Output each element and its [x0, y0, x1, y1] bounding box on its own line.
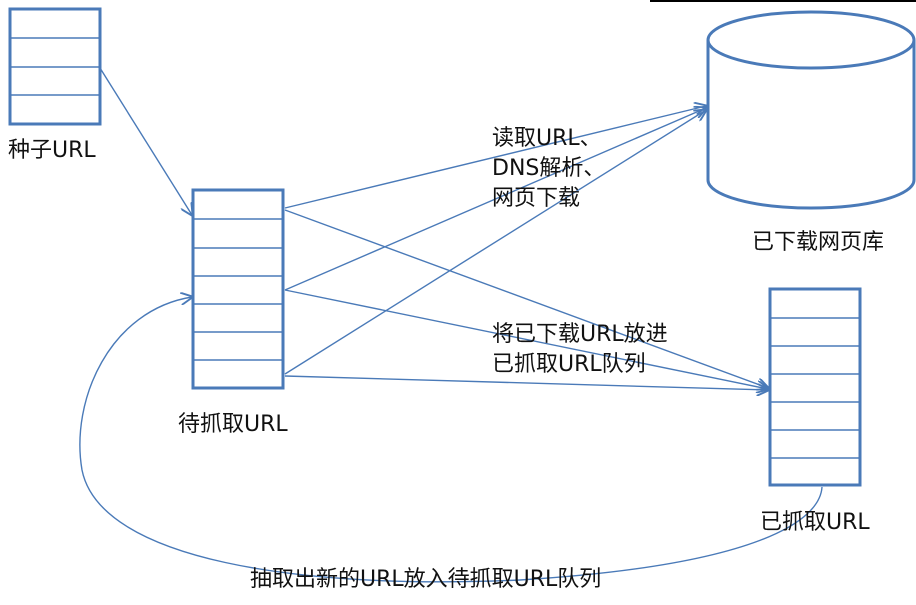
seed-url-queue	[8, 7, 102, 126]
to-crawl-url-queue	[191, 188, 285, 390]
arrow-seed-to-queue	[99, 67, 192, 215]
arrow-queue-to-crawled-2	[284, 289, 768, 389]
seed-url-label: 种子URL	[8, 138, 96, 163]
arrow-queue-to-db-3	[284, 110, 706, 375]
downloaded-db-label: 已下载网页库	[752, 230, 885, 255]
to-crawl-url-label: 待抓取URL	[178, 412, 288, 437]
arrow-queue-to-crawled-1	[284, 209, 768, 388]
arrow-queue-to-db-2	[284, 108, 706, 291]
top-border-line	[650, 0, 916, 2]
arrow-queue-to-db-1	[284, 106, 706, 209]
crawled-url-queue	[768, 287, 862, 487]
arrow-queue-to-crawled-3	[284, 375, 768, 390]
read-download-label-line-1: 读取URL、	[492, 126, 602, 151]
crawled-url-label: 已抓取URL	[760, 510, 870, 535]
move-to-crawled-label-line-2: 已抓取URL队列	[492, 352, 646, 377]
downloaded-pages-database	[706, 10, 916, 210]
arrow-feedback-loop	[79, 297, 823, 583]
read-download-label-line-3: 网页下载	[492, 186, 581, 211]
read-download-label-line-2: DNS解析、	[492, 156, 606, 181]
move-to-crawled-label-line-1: 将已下载URL放进	[492, 322, 668, 347]
extract-new-urls-label: 抽取出新的URL放入待抓取URL队列	[250, 567, 602, 592]
